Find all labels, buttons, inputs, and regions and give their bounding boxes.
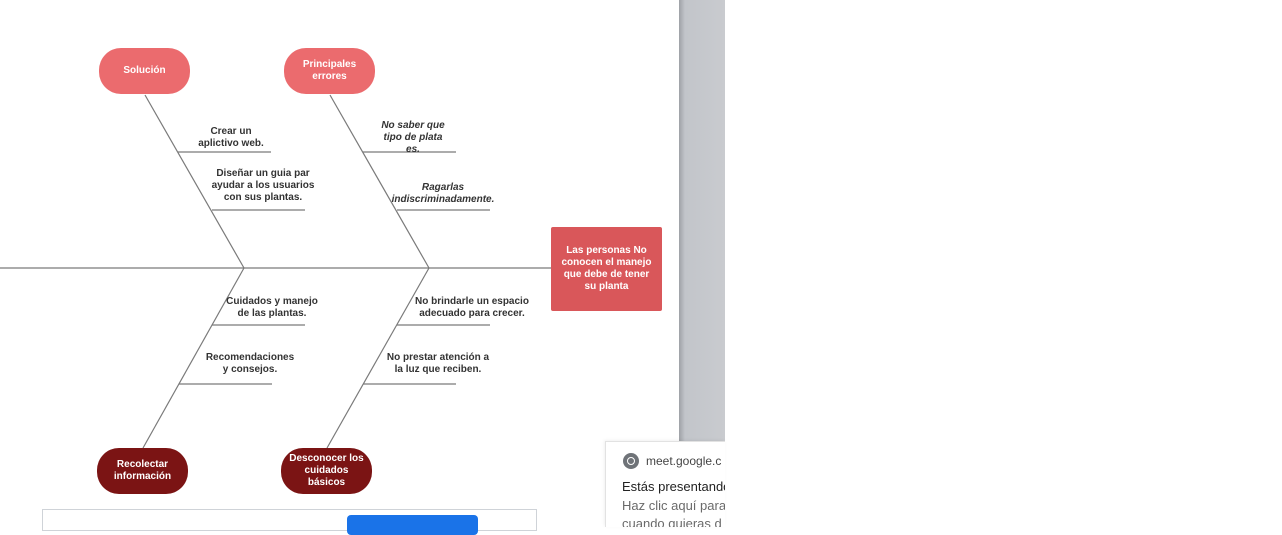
category-label: Recolectar información <box>113 459 172 482</box>
bone-solucion <box>144 94 245 269</box>
cause-no-saber-tipo[interactable]: No saber que tipo de plata es. <box>381 120 445 155</box>
bone-desconocer <box>326 267 430 449</box>
toolbar-primary-button[interactable] <box>347 515 478 535</box>
category-label: Solución <box>123 65 166 76</box>
category-recolectar-informacion[interactable]: Recolectar información <box>97 448 188 494</box>
bone-recolectar <box>142 267 245 449</box>
right-panel <box>725 0 1282 527</box>
notification-body: Haz clic aquí para cuando quieras d <box>622 498 725 527</box>
notification-source: meet.google.c <box>646 454 722 468</box>
cause-disenar-guia[interactable]: Diseñar un guia par ayudar a los usuario… <box>211 168 315 203</box>
cause-cuidados-manejo[interactable]: Cuidados y manejo de las plantas. <box>226 296 318 319</box>
cause-regarlas[interactable]: Ragarlas indiscriminadamente. <box>391 182 495 205</box>
cause-luz[interactable]: No prestar atención a la luz que reciben… <box>386 352 490 375</box>
category-principales-errores[interactable]: Principales errores <box>284 48 375 94</box>
panel-divider[interactable] <box>679 0 725 441</box>
bottom-toolbar <box>42 509 537 535</box>
chrome-icon <box>623 453 639 469</box>
cause-recomendaciones[interactable]: Recomendaciones y consejos. <box>205 352 295 375</box>
notification-title: Estás presentando <box>622 479 725 494</box>
cause-crear-aplicativo[interactable]: Crear un aplictivo web. <box>198 126 264 149</box>
category-solucion[interactable]: Solución <box>99 48 190 94</box>
bone-principales-errores <box>329 94 430 269</box>
category-label: Principales errores <box>302 59 357 82</box>
presenting-notification[interactable]: meet.google.c Estás presentando Haz clic… <box>605 441 725 527</box>
cause-espacio-adecuado[interactable]: No brindarle un espacio adecuado para cr… <box>415 296 529 319</box>
effect-box[interactable]: Las personas No conocen el manejo que de… <box>551 227 662 311</box>
effect-label: Las personas No conocen el manejo que de… <box>561 245 652 292</box>
fishbone-lines <box>0 94 551 449</box>
diagram-canvas: Solución Principales errores Recolectar … <box>0 48 662 535</box>
category-desconocer-cuidados[interactable]: Desconocer los cuidados básicos <box>281 448 372 494</box>
category-label: Desconocer los cuidados básicos <box>289 453 364 488</box>
